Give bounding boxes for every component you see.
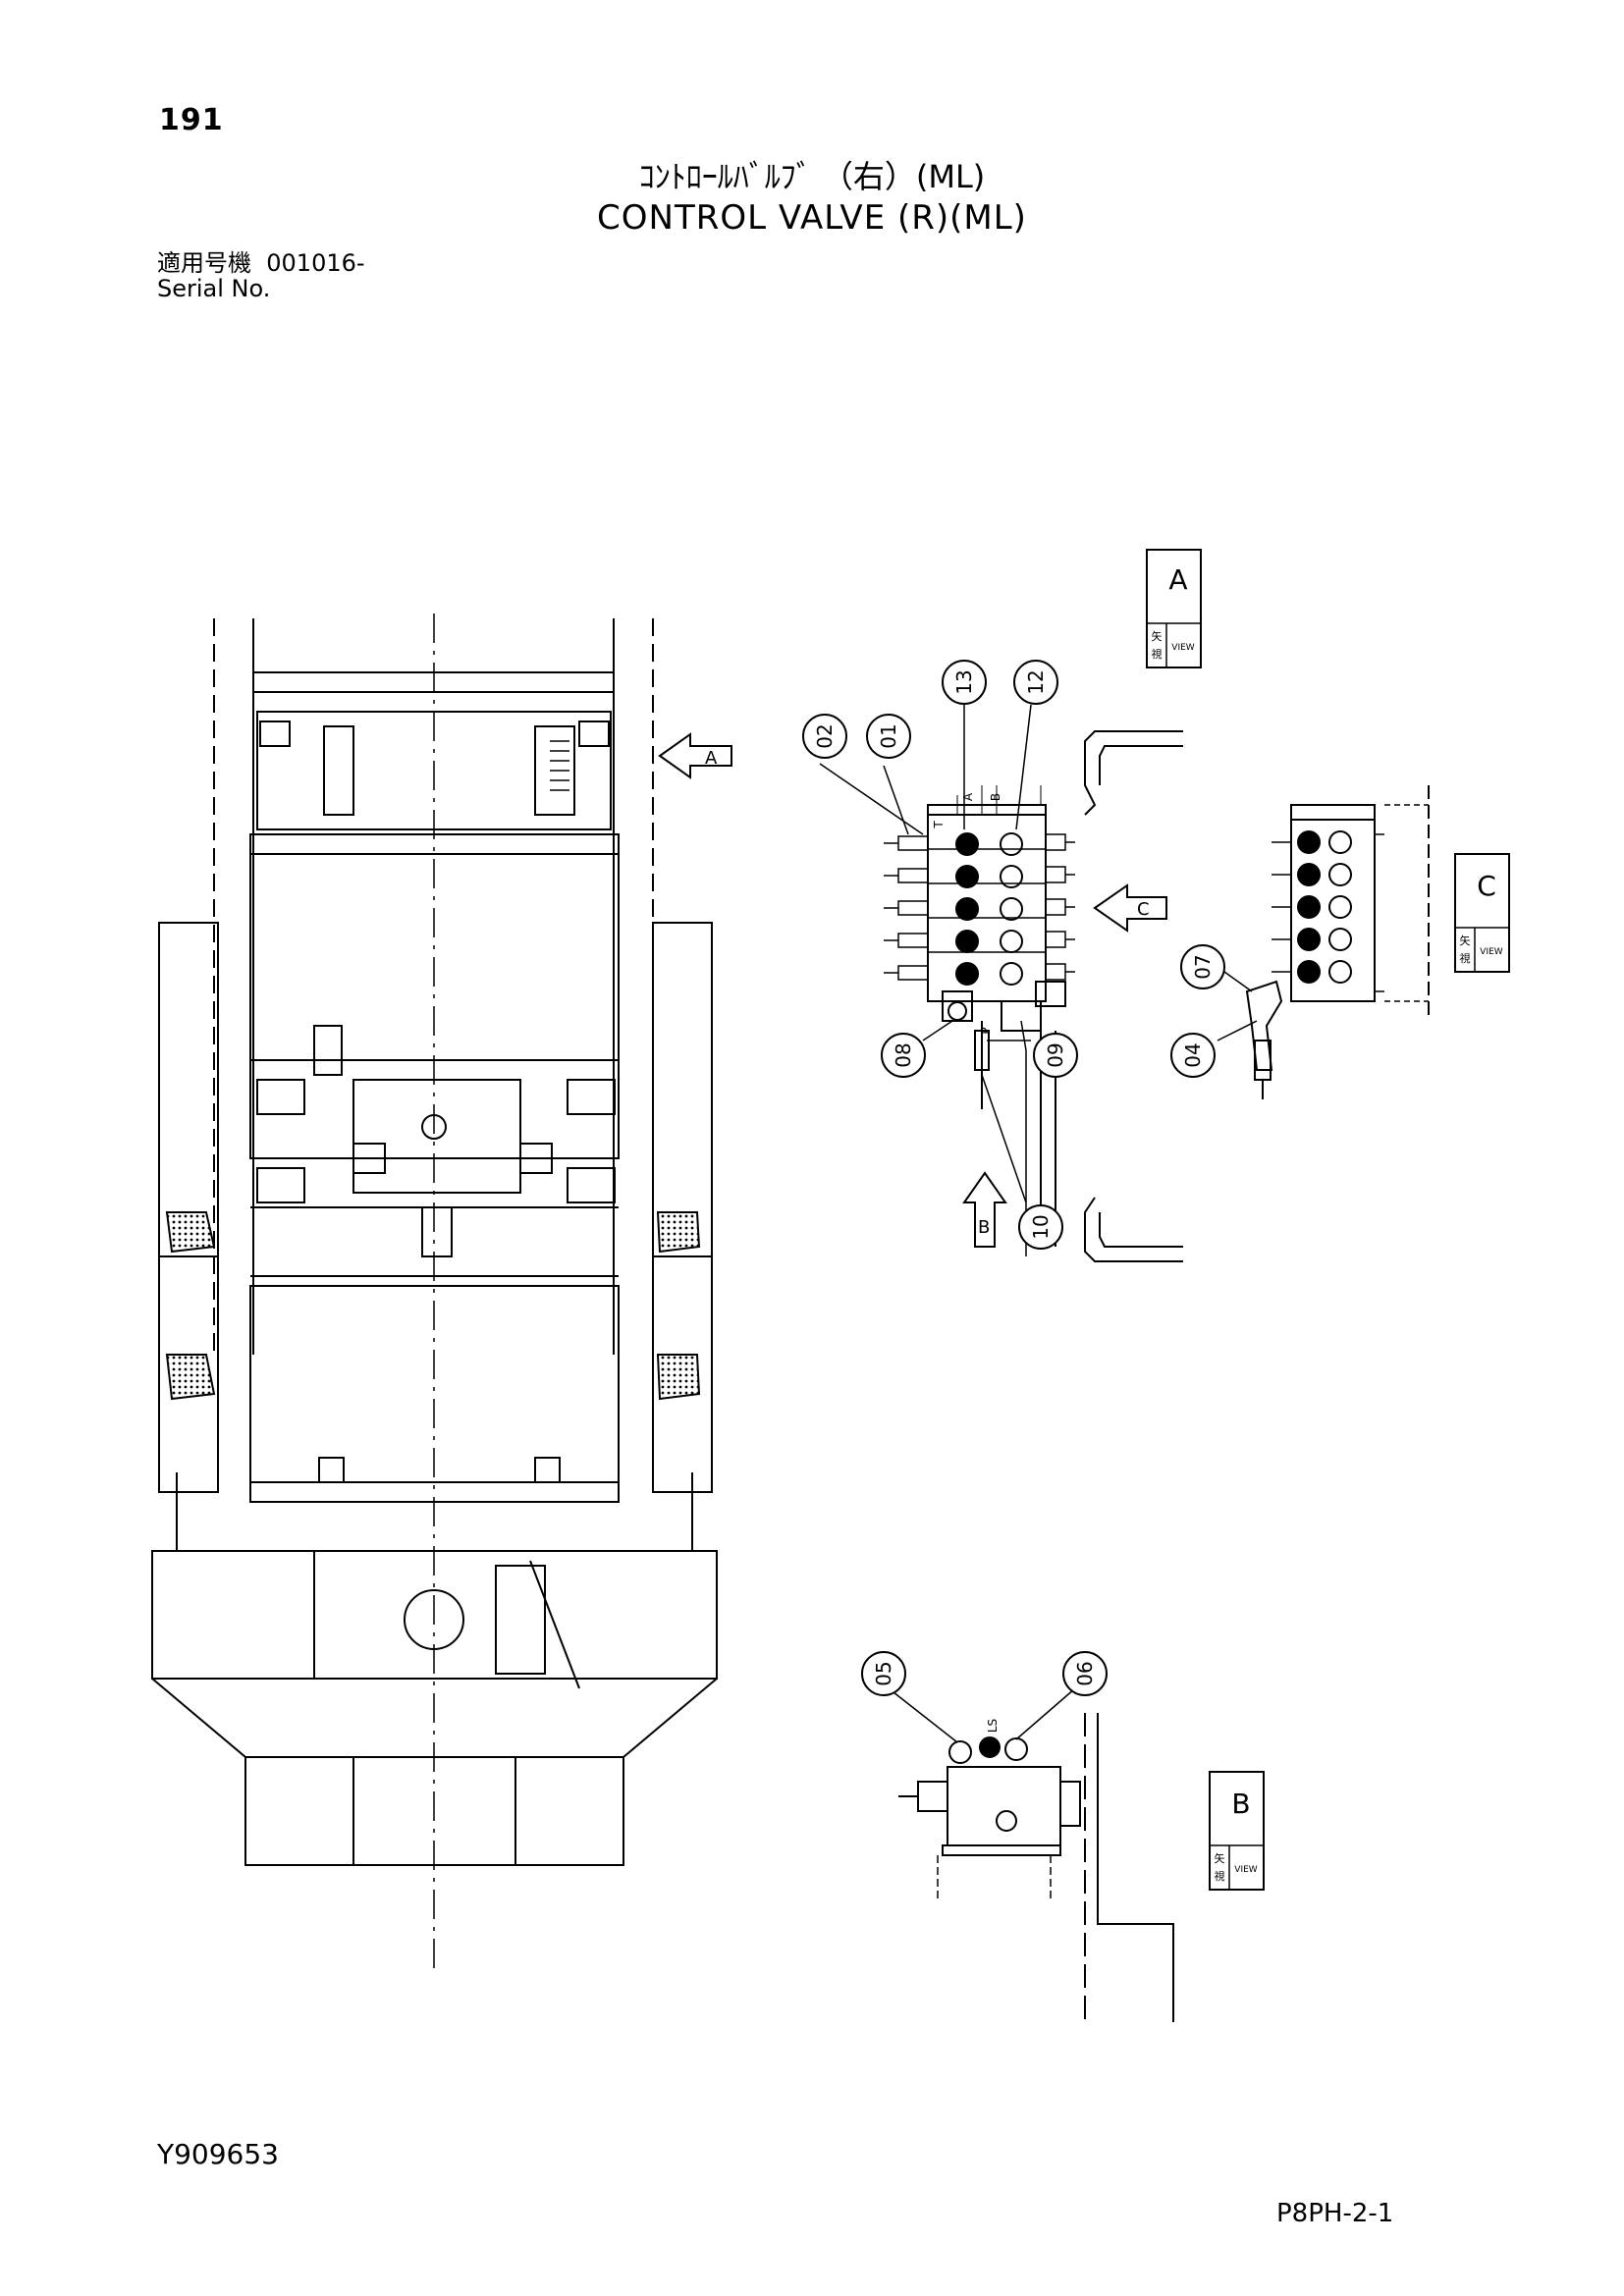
title-english: CONTROL VALVE (R)(ML) bbox=[597, 198, 1027, 238]
view-box-c: C 矢 視 VIEW bbox=[1454, 853, 1510, 973]
view-box-b-en: VIEW bbox=[1234, 1865, 1257, 1875]
view-box-b-jp-top: 矢 bbox=[1215, 1851, 1225, 1865]
page-code: P8PH-2-1 bbox=[1276, 2199, 1394, 2228]
callout-12: 12 bbox=[1013, 660, 1058, 705]
callout-09: 09 bbox=[1033, 1033, 1078, 1078]
svg-text:04: 04 bbox=[1181, 1042, 1205, 1067]
svg-text:09: 09 bbox=[1044, 1042, 1067, 1067]
callouts bbox=[819, 704, 1258, 1743]
svg-text:01: 01 bbox=[877, 723, 900, 748]
port-label-ls: LS bbox=[986, 1719, 1000, 1733]
control-valve-view-b bbox=[898, 1713, 1174, 2022]
callout-10: 10 bbox=[1018, 1204, 1063, 1250]
track-pads bbox=[165, 1211, 701, 1401]
port-label-a: A bbox=[961, 792, 975, 801]
port-label-p: P bbox=[979, 1027, 993, 1034]
callout-08: 08 bbox=[881, 1033, 926, 1078]
callout-01: 01 bbox=[866, 714, 911, 759]
view-box-c-jp-bottom: 視 bbox=[1460, 951, 1471, 965]
machine-frame bbox=[151, 614, 718, 1973]
svg-text:13: 13 bbox=[952, 669, 976, 694]
serial-label-jp: 適用号機 bbox=[157, 249, 251, 277]
view-box-b-letter: B bbox=[1231, 1788, 1250, 1820]
document-code: Y909653 bbox=[157, 2138, 279, 2170]
title-japanese: ｺﾝﾄﾛｰﾙﾊﾞﾙﾌﾞ （右）(ML) bbox=[638, 158, 986, 195]
view-box-c-letter: C bbox=[1477, 870, 1496, 902]
view-box-c-en: VIEW bbox=[1480, 947, 1502, 957]
view-box-c-jp-top: 矢 bbox=[1460, 934, 1471, 947]
view-arrow-c: C bbox=[1093, 883, 1167, 933]
view-box-a-jp-top: 矢 bbox=[1152, 629, 1163, 643]
control-valve-view-a bbox=[884, 730, 1183, 1262]
svg-text:05: 05 bbox=[872, 1661, 895, 1685]
svg-text:10: 10 bbox=[1029, 1214, 1053, 1239]
view-box-a-letter: A bbox=[1168, 563, 1187, 596]
control-valve-view-c bbox=[1245, 785, 1430, 1099]
serial-label-en: Serial No. bbox=[157, 275, 271, 302]
callout-06: 06 bbox=[1062, 1651, 1108, 1696]
view-arrow-b-label: B bbox=[978, 1217, 990, 1238]
view-box-b: B 矢 視 VIEW bbox=[1209, 1771, 1265, 1891]
view-arrow-c-label: C bbox=[1137, 899, 1150, 920]
page-number: 191 bbox=[159, 103, 224, 137]
svg-text:02: 02 bbox=[813, 723, 837, 748]
svg-text:07: 07 bbox=[1191, 954, 1215, 979]
serial-block: 適用号機 001016- Serial No. bbox=[157, 250, 365, 301]
view-arrow-a: A bbox=[658, 732, 732, 779]
view-box-b-jp-bottom: 視 bbox=[1215, 1869, 1225, 1883]
svg-text:12: 12 bbox=[1024, 669, 1048, 694]
svg-text:08: 08 bbox=[892, 1042, 915, 1067]
view-box-a-jp-bottom: 視 bbox=[1152, 647, 1163, 661]
view-arrow-a-label: A bbox=[705, 748, 718, 769]
serial-value: 001016- bbox=[266, 249, 365, 277]
callout-04: 04 bbox=[1170, 1033, 1216, 1078]
callout-02: 02 bbox=[802, 714, 847, 759]
svg-text:06: 06 bbox=[1073, 1661, 1097, 1685]
view-box-a: A 矢 視 VIEW bbox=[1146, 549, 1202, 668]
control-valve-view-a-ports: A B P T bbox=[932, 792, 1002, 1035]
callout-13: 13 bbox=[942, 660, 987, 705]
view-box-a-en: VIEW bbox=[1171, 643, 1194, 653]
callout-07: 07 bbox=[1180, 944, 1225, 989]
callout-05: 05 bbox=[861, 1651, 906, 1696]
port-label-b: B bbox=[989, 793, 1002, 801]
serial-row-jp: 適用号機 001016- bbox=[157, 250, 365, 276]
port-label-t: T bbox=[932, 821, 946, 829]
view-arrow-b: B bbox=[962, 1171, 1007, 1248]
